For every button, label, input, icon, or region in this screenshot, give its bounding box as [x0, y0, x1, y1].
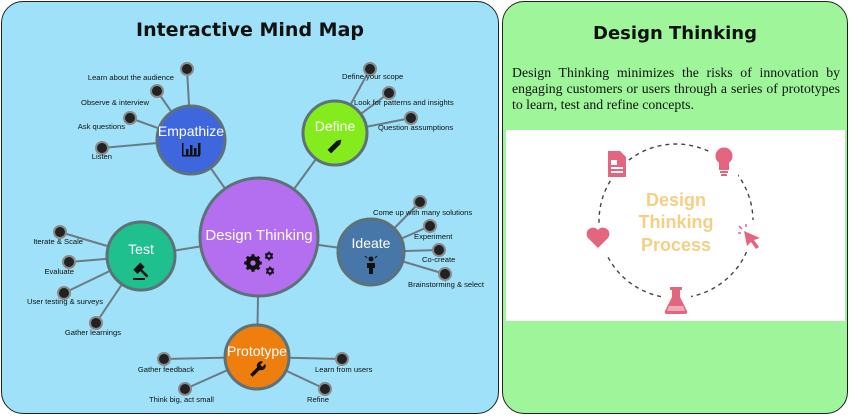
stage-label-empathize: Empathize [158, 123, 224, 139]
process-text-line-1: Design [646, 190, 706, 210]
bar-chart-icon [182, 143, 201, 157]
leaf-label: Evaluate [44, 267, 74, 276]
leaf-label: Gather learnings [65, 328, 121, 337]
leaf-label: Iterate & Scale [33, 237, 83, 246]
leaf-node[interactable] [382, 86, 396, 100]
leaf-node[interactable] [423, 219, 437, 233]
process-text-line-2: Thinking [639, 212, 714, 232]
leaf-label: Observe & interview [81, 98, 149, 107]
leaf-node[interactable] [95, 141, 109, 155]
leaf-label: Ask questions [78, 122, 125, 131]
flask-icon [664, 287, 688, 314]
leaf-node[interactable] [438, 267, 452, 281]
leaf-label: Define your scope [342, 72, 403, 81]
document-icon [608, 151, 626, 177]
info-title: Design Thinking [593, 23, 757, 44]
process-illustration: Design Thinking Process [506, 130, 845, 321]
gavel-icon [133, 262, 149, 280]
leaf-node[interactable] [53, 225, 67, 239]
stage-node-test[interactable] [105, 220, 177, 292]
process-graphic: Design Thinking Process [582, 143, 764, 320]
leaf-node[interactable] [404, 111, 418, 125]
person-idea-icon [364, 255, 378, 274]
leaf-label: Gather feedback [138, 365, 194, 374]
heart-icon [586, 227, 610, 248]
description-text: Design Thinking minimizes the risks of i… [512, 65, 840, 112]
stage-label-ideate: Ideate [352, 235, 391, 251]
stage-node-prototype[interactable] [223, 323, 291, 391]
stage-label-test: Test [128, 241, 154, 257]
cursor-icon [738, 224, 760, 249]
leaf-node[interactable] [318, 382, 332, 396]
leaf-label: Learn about the audience [88, 73, 174, 82]
leaf-label: Learn from users [315, 365, 373, 374]
leaf-node[interactable] [57, 286, 71, 300]
center-node[interactable] [198, 176, 320, 298]
pencil-icon [327, 139, 342, 154]
center-label: Design Thinking [205, 227, 312, 244]
leaf-label: Brainstorming & select [408, 280, 485, 289]
leaf-node[interactable] [432, 243, 446, 257]
mind-map-title: Interactive Mind Map [136, 19, 364, 41]
wrench-icon [250, 361, 266, 377]
leaf-label: Experiment [414, 232, 453, 241]
leaf-label: Refine [307, 395, 329, 404]
leaf-node[interactable] [157, 352, 171, 366]
gears-icon [244, 251, 275, 276]
leaf-label: User testing & surveys [27, 297, 103, 306]
stage-label-define: Define [315, 118, 356, 134]
stage-node-define[interactable] [301, 99, 369, 167]
leaf-node[interactable] [123, 111, 137, 125]
leaf-label: Look for patterns and insights [354, 98, 454, 107]
leaf-node[interactable] [180, 62, 194, 76]
leaf-node[interactable] [335, 352, 349, 366]
leaf-node[interactable] [62, 255, 76, 269]
process-text-line-3: Process [641, 235, 711, 255]
leaf-node[interactable] [89, 316, 103, 330]
leaf-label: Question assumptions [378, 123, 453, 132]
leaf-label: Think big, act small [149, 395, 214, 404]
leaf-node[interactable] [363, 62, 377, 76]
stage-node-empathize[interactable] [155, 104, 227, 176]
lightbulb-icon [715, 147, 733, 176]
leaf-node[interactable] [150, 84, 164, 98]
leaf-node[interactable] [413, 195, 427, 209]
stage-node-ideate[interactable] [336, 217, 406, 287]
leaf-label: Listen [92, 152, 112, 161]
info-panel: Design Thinking Design Thinking minimize… [502, 1, 848, 414]
leaf-label: Co-create [422, 255, 455, 264]
stage-label-prototype: Prototype [227, 343, 287, 359]
mind-map-panel: Interactive Mind Map Learn about the aud… [1, 1, 499, 414]
leaf-label: Come up with many solutions [373, 208, 472, 217]
leaf-node[interactable] [178, 382, 192, 396]
